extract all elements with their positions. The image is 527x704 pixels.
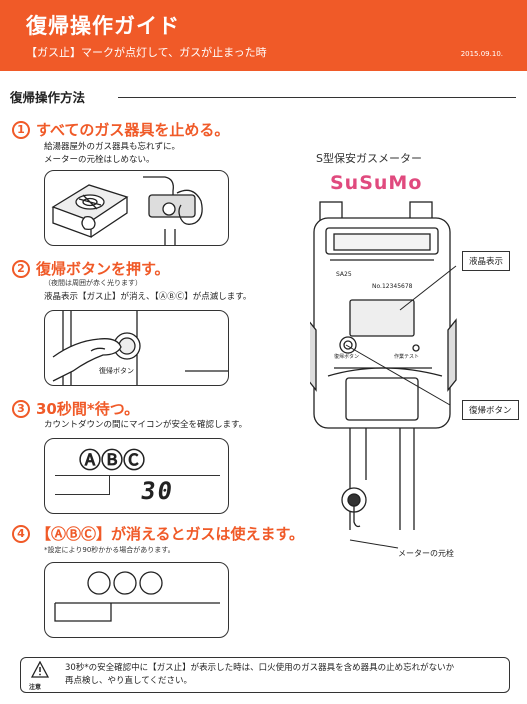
step-2-text: 復帰ボタンを押す。 [36,260,170,278]
blank-display-illustration [54,571,220,622]
step-2-illus-label: 復帰ボタン [99,367,134,375]
step-2-note: （夜間は周囲が赤く光ります） [44,279,142,287]
section-divider [118,97,516,98]
issue-date: 2015.09.10. [460,50,503,58]
countdown-digits: 30 [139,477,176,505]
callout-valve: メーターの元栓 [398,549,454,558]
step-3-number: 3 [12,400,30,418]
step-2-number: 2 [12,260,30,278]
page-title: 復帰操作ガイド [26,14,180,38]
step-4-title: 4 【ⒶⒷⒸ】が消えるとガスは使えます。 [12,523,304,544]
callout-reset-button: 復帰ボタン [462,400,519,420]
step-4-note: *設定により90秒かかる場合があります。 [44,546,175,554]
step-4-number: 4 [12,525,30,543]
step-4-display [44,562,229,638]
section-heading: 復帰操作方法 [10,90,86,105]
display-divider [55,475,220,477]
callout-lcd: 液晶表示 [462,251,511,271]
meter-model-text: SA25 [336,271,352,278]
stove-valve-illustration [51,176,203,245]
step-1-line-2: メーターの元栓はしめない。 [44,155,155,165]
header-banner: 復帰操作ガイド 【ガス止】マークが点灯して、ガスが止まった時 2015.09.1… [0,0,527,71]
gas-meter-illustration: SA25 No.12345678 復帰ボタン 作業テスト [310,201,457,530]
step-2-title: 2 復帰ボタンを押す。 [12,258,170,279]
step-4-text: 【ⒶⒷⒸ】が消えるとガスは使えます。 [36,525,305,543]
caution-box: 注意 30秒*の安全確認中に【ガス止】が表示した時は、口火使用のガス器具を含め器… [20,657,510,693]
warning-icon [31,661,49,678]
step-3-line: カウントダウンの間にマイコンが安全を確認します。 [44,420,248,430]
meter-serial-text: No.12345678 [372,283,413,290]
step-2-line: 液晶表示【ガス止】が消え、【ⒶⒷⒸ】が点滅します。 [44,292,252,302]
step-1-text: すべてのガス器具を止める。 [36,121,230,139]
callout-leaders [345,265,457,549]
caution-text-1: 30秒*の安全確認中に【ガス止】が表示した時は、口火使用のガス器具を含め器具の止… [65,663,455,673]
page-subtitle: 【ガス止】マークが点灯して、ガスが止まった時 [26,46,267,59]
display-abc: ⒶⒷⒸ [79,449,146,474]
brand-logo: SuSuMo [330,172,423,194]
step-3-title: 3 30秒間*待つ。 [12,398,139,419]
step-1-line-1: 給湯器屋外のガス器具も忘れずに。 [44,142,181,152]
caution-text-2: 再点検し、やり直してください。 [65,676,192,686]
caution-label: 注意 [29,684,42,691]
meter-title: S型保安ガスメーター [316,152,422,165]
display-cell [55,475,110,495]
step-3-display: ⒶⒷⒸ 30 [44,438,229,514]
meter-test-small-label: 作業テスト [394,353,419,360]
step-1-illustration [44,170,229,246]
step-1-number: 1 [12,121,30,139]
step-2-illustration: 復帰ボタン [44,310,229,386]
step-3-text: 30秒間*待つ。 [36,400,140,418]
step-1-title: 1 すべてのガス器具を止める。 [12,119,229,140]
reset-press-illustration [52,311,228,385]
meter-reset-small-label: 復帰ボタン [334,353,359,360]
